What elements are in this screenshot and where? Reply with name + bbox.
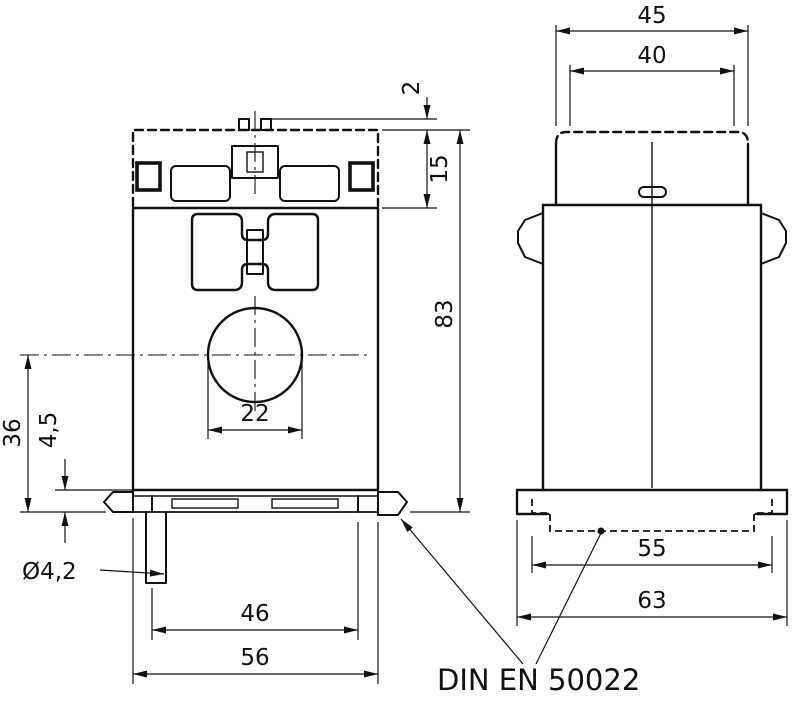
rail-standard-note: DIN EN 50022 xyxy=(400,518,640,697)
dim-label-15: 15 xyxy=(427,154,453,183)
dim-label-40: 40 xyxy=(637,43,666,69)
dim-label-55: 55 xyxy=(637,536,666,562)
dim-label-46: 46 xyxy=(240,601,269,627)
dimension-base-depth: 63 xyxy=(516,520,788,626)
dim-label-2: 2 xyxy=(399,81,425,96)
side-cover-top-outline xyxy=(554,130,750,146)
dimension-total-height: 83 xyxy=(410,130,470,513)
leader-line xyxy=(535,532,602,665)
dimension-cover-height: 15 xyxy=(382,130,453,209)
leader-line xyxy=(99,569,165,577)
screw-tab-right xyxy=(260,118,272,131)
base-slot-left xyxy=(171,498,239,509)
dim-label-83: 83 xyxy=(432,299,458,328)
side-slot-detail xyxy=(638,186,667,198)
dim-label-63: 63 xyxy=(637,588,666,614)
mounting-foot xyxy=(145,511,167,584)
base-slot-right xyxy=(271,498,339,509)
dim-label-4-5: 4,5 xyxy=(36,412,62,449)
dimension-foot-hole: Ø4,2 xyxy=(22,559,165,585)
dimension-base-inner-depth: 55 xyxy=(531,536,773,573)
terminal-frame-right xyxy=(348,161,375,192)
base-foot-right xyxy=(754,488,789,516)
leader-line xyxy=(400,518,524,665)
front-view xyxy=(20,111,408,584)
leader-dot xyxy=(597,527,605,535)
dimension-body-width: 56 xyxy=(132,518,379,684)
dimension-window-width: 22 xyxy=(207,362,303,439)
dim-label-36: 36 xyxy=(0,418,26,447)
release-latch-left xyxy=(103,491,134,513)
core-section xyxy=(246,229,264,275)
dim-label-56: 56 xyxy=(240,645,269,671)
housing-body xyxy=(131,206,380,492)
dimension-cover-top-depth: 40 xyxy=(569,43,735,126)
terminal-opening-left xyxy=(170,165,231,202)
dimension-base-lip: 4,5 xyxy=(36,412,133,543)
side-wing-right xyxy=(760,212,787,265)
side-view xyxy=(515,130,789,535)
dimension-screw-protrusion: 2 xyxy=(268,81,470,131)
dimension-cover-depth: 45 xyxy=(555,3,749,126)
terminal-opening-right xyxy=(279,165,340,202)
din-rail-profile xyxy=(531,499,773,532)
dimension-clip-span: 46 xyxy=(151,522,359,640)
note-label-din-en-50022: DIN EN 50022 xyxy=(437,663,640,697)
dim-label-dia-4-2: Ø4,2 xyxy=(22,559,77,585)
release-latch-right xyxy=(377,491,408,516)
dim-label-45: 45 xyxy=(637,3,666,29)
base-foot-left xyxy=(515,488,550,516)
side-wing-left xyxy=(517,212,544,265)
dim-label-22: 22 xyxy=(240,401,269,427)
coil-bobbin xyxy=(190,212,320,292)
screw-tab-left xyxy=(238,118,250,131)
terminal-frame-left xyxy=(135,161,162,192)
